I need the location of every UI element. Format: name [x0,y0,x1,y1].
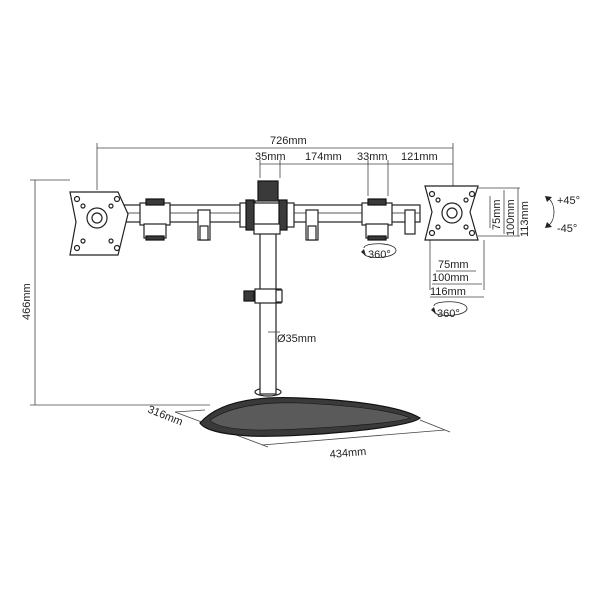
dim-base-depth-label: 316mm [146,404,185,429]
stand-pole: Ø35mm [243,180,316,395]
dim-plate-116-w-label: 116mm [430,286,466,298]
tilt-symbol: +45° -45° [545,195,580,235]
rotate-360-symbol: 360° [431,301,468,320]
dim-vesa-horizontal: 75mm 100mm 116mm [429,240,485,298]
tilt-up-label: +45° [557,195,580,207]
stand-base [199,387,421,437]
rotate-360-label: 360° [437,308,460,320]
dim-arm-segment-label: 174mm [305,151,342,163]
right-vesa-plate [424,185,479,241]
swivel-360-label: 360° [368,249,391,261]
dim-pole-top-label: 35mm [255,151,286,163]
tilt-down-label: -45° [557,223,577,235]
dim-total-width-label: 726mm [270,135,307,147]
dim-outer-arm-label: 121mm [401,151,438,163]
dim-vesa-100-w-label: 100mm [432,272,469,284]
dim-vesa-100-h-label: 100mm [505,199,517,236]
dim-joint-label: 33mm [357,151,388,163]
dim-vesa-75-h-label: 75mm [491,199,503,230]
dim-vesa-75-w-label: 75mm [438,259,469,271]
left-vesa-plate [69,191,129,256]
dim-pole-diameter-label: Ø35mm [277,333,316,345]
dim-vesa-vertical: 75mm 100mm 113mm [478,187,531,237]
dim-plate-113-h-label: 113mm [519,201,531,237]
swivel-360-symbol: 360° [361,243,397,261]
dim-total-width: 726mm [96,135,454,190]
dim-base-width-label: 434mm [329,446,367,461]
dim-base-width: 434mm [261,419,451,461]
dim-arm-row: 35mm 174mm 33mm 121mm [255,151,453,196]
dim-height: 466mm [21,179,210,406]
horizontal-arm [119,198,421,241]
dim-height-label: 466mm [21,283,33,320]
